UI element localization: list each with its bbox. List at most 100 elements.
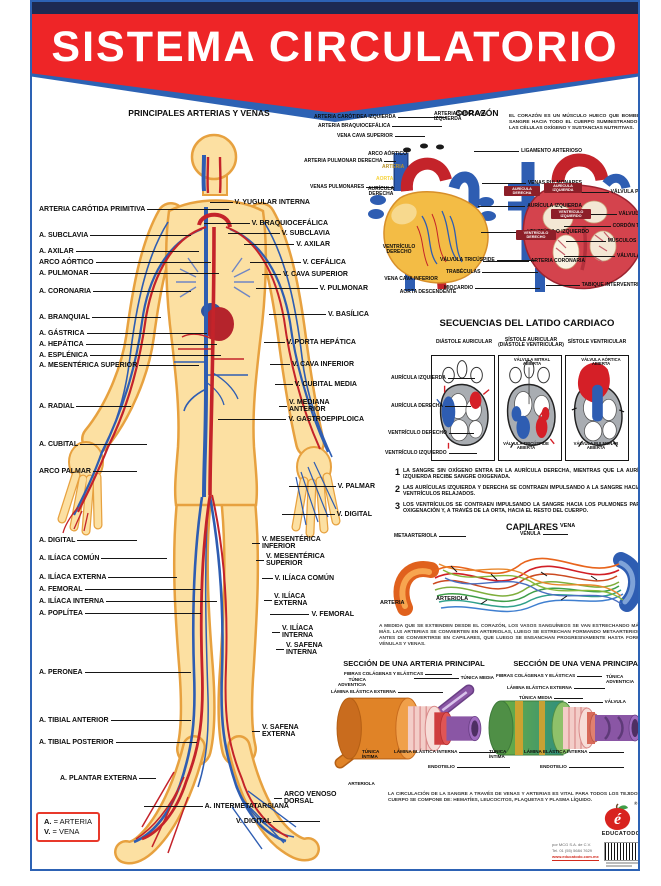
label-arteria-carotida-primitiva: ARTERIA CARÓTIDA PRIMITIVA bbox=[39, 206, 229, 213]
label-valvula-aortica: VÁLVULA AÓRTICA bbox=[564, 253, 638, 259]
label-artery-arteriola: ARTERIOLA bbox=[348, 781, 375, 786]
phase-sistole-ventricular: SÍSTOLE VENTRICULAR bbox=[567, 339, 627, 345]
label-cordon-tendinoso: CORDÓN TENDINOSO bbox=[564, 223, 638, 229]
label-vein-lamina-elastica-interna: LÁMINA ELÁSTICA INTERNA bbox=[524, 749, 624, 755]
label-v-palmar: V. PALMAR bbox=[289, 483, 375, 490]
poster-title: SISTEMA CIRCULATORIO bbox=[51, 23, 619, 71]
step-text: LOS VENTRÍCULOS SE CONTRAEN IMPULSANDO L… bbox=[403, 502, 640, 515]
chip-ventriculo-derecho: VENTRÍCULO DERECHO bbox=[516, 230, 556, 241]
beat-diagram-2 bbox=[506, 360, 556, 448]
heading-capillaries: CAPILARES bbox=[505, 522, 558, 532]
label-vein-tunica-media: TÚNICA MEDIA bbox=[519, 695, 583, 701]
label-vein-lamina-elastica-externa: LÁMINA ELÁSTICA EXTERNA bbox=[507, 685, 605, 691]
legend-vein-key: V. bbox=[44, 827, 51, 837]
barcode-caption-line bbox=[606, 862, 638, 864]
company-phone: Tel. 01 (55) 5684 7629 bbox=[552, 848, 593, 853]
label-a-gastrica: A. GÁSTRICA bbox=[39, 330, 207, 337]
label-v-yugular-interna: V. YUGULAR INTERNA bbox=[210, 199, 310, 206]
label-arteria-pulmonar-derecha: ARTERIA PULMONAR DERECHA bbox=[304, 158, 396, 164]
label-a-subclavia: A. SUBCLAVIA bbox=[39, 232, 191, 239]
label-arteria-braquiocefalica: ARTERIA BRAQUIOCEFÁLICA bbox=[318, 123, 442, 129]
svg-text:é: é bbox=[614, 811, 622, 828]
artery-section-illustration bbox=[334, 684, 482, 769]
beat-panel-2 bbox=[498, 355, 562, 461]
label-venas-pulmonares-izq: VENAS PULMONARES bbox=[310, 184, 394, 190]
label-valvula-aortica-abierta: VÁLVULA AÓRTICA ABIERTA bbox=[581, 357, 621, 367]
brand-name: EDUCATODO bbox=[601, 831, 640, 837]
barcode bbox=[604, 842, 638, 861]
label-v-iliaca-externa: V. ILÍACA EXTERNA bbox=[264, 593, 338, 608]
label-a-plantar-externa: A. PLANTAR EXTERNA bbox=[60, 775, 156, 782]
label-auricula-derecha-heart: AURÍCULA DERECHA bbox=[367, 186, 395, 198]
label-aorta-descendente: AORTA DESCENDENTE bbox=[399, 289, 457, 295]
label-arco-palmar: ARCO PALMAR bbox=[39, 468, 137, 475]
label-valvula-tricuspide: VÁLVULA TRICÚSPIDE bbox=[440, 257, 536, 263]
label-miocardio: MIOCARDIO bbox=[444, 285, 540, 291]
label-v-pulmonar: V. PULMONAR bbox=[256, 285, 368, 292]
label-arteria-subclavia-izquierda: ARTERIA SUBCLAVIA IZQUIERDA bbox=[424, 111, 502, 123]
label-arteria: ARTERIA bbox=[380, 600, 405, 606]
poster: SISTEMA CIRCULATORIO PRINCIPALES ARTERIA… bbox=[30, 0, 640, 871]
label-vein-tunica-intima: TÚNICA ÍNTIMA bbox=[489, 749, 507, 759]
label-a-femoral: A. FEMORAL bbox=[39, 586, 201, 593]
label-v-iliaca-comun: V. ILÍACA COMÚN bbox=[262, 575, 334, 582]
beat-step-2: 2 LAS AURÍCULAS IZQUIERDA Y DERECHA SE C… bbox=[395, 484, 640, 498]
label-v-gastroepiploica: V. GASTROEPIPLOICA bbox=[218, 416, 364, 423]
label-v-safena-externa: V. SAFENA EXTERNA bbox=[252, 724, 322, 739]
label-v-mesenterica-superior: V. MESENTÉRICA SUPERIOR bbox=[256, 553, 348, 568]
label-beat-auricula-izquierda: AURÍCULA IZQUIERDA bbox=[391, 375, 475, 381]
beat-step-3: 3 LOS VENTRÍCULOS SE CONTRAEN IMPULSANDO… bbox=[395, 501, 640, 515]
label-vein-tunica-adventicia: TÚNICA ADVENTICIA bbox=[606, 674, 635, 684]
chip-auricula-izquierda: AURÍCULA IZQUIERDA bbox=[544, 183, 582, 194]
label-a-cubital: A. CUBITAL bbox=[39, 441, 147, 448]
heading-heartbeat: SECUENCIAS DEL LATIDO CARDIACO bbox=[439, 318, 615, 329]
company-name: por MCG S.A. de C.V. bbox=[552, 842, 591, 847]
label-vein-fibras-colagenas: FIBRAS COLÁGENAS Y ELÁSTICAS bbox=[496, 673, 602, 679]
label-trabeculas: TRABÉCULAS bbox=[446, 269, 538, 275]
label-vein-endotelio: ENDOTELIO bbox=[540, 764, 624, 770]
beat-step-1: 1 LA SANGRE SIN OXÍGENO ENTRA EN LA AURÍ… bbox=[395, 467, 638, 480]
label-artery-lamina-elastica-interna: LÁMINA ELÁSTICA INTERNA bbox=[394, 749, 498, 755]
label-arteria-carotidea-izquierda: ARTERIA CARÓTIDEA IZQUIERDA bbox=[314, 114, 446, 120]
heart-cross-section-illustration bbox=[508, 153, 638, 292]
heart-description: EL CORAZÓN ES UN MÚSCULO HUECO QUE BOMBE… bbox=[509, 114, 640, 131]
label-v-digital-hand: V. DIGITAL bbox=[282, 511, 372, 518]
label-v-femoral: V. FEMORAL bbox=[270, 611, 354, 618]
registered-mark: ® bbox=[634, 801, 638, 806]
label-a-coronaria: A. CORONARIA bbox=[39, 288, 191, 295]
label-valvula-mitral: VÁLVULA MITRAL bbox=[562, 211, 638, 217]
company-website: www.educatodo.com.mx bbox=[552, 854, 599, 861]
label-a-axilar: A. AXILAR bbox=[39, 248, 199, 255]
label-a-hepatica: A. HEPÁTICA bbox=[39, 341, 217, 348]
step-text: LAS AURÍCULAS IZQUIERDA Y DERECHA SE CON… bbox=[403, 485, 640, 498]
beat-diagram-3 bbox=[571, 362, 625, 448]
label-musculos-papilares: MÚSCULOS PAPILARES bbox=[566, 238, 638, 244]
label-artery-tunica-intima: TÚNICA ÍNTIMA bbox=[362, 749, 380, 759]
label-vein-valvula: VÁLVULA bbox=[568, 699, 626, 705]
vein-section-illustration bbox=[488, 700, 638, 756]
label-a-tibial-anterior: A. TIBIAL ANTERIOR bbox=[39, 717, 191, 724]
label-v-braquiocefalica: V. BRAQUIOCEFÁLICA bbox=[204, 220, 328, 227]
label-a-iliaca-externa: A. ILÍACA EXTERNA bbox=[39, 574, 177, 581]
label-valvula-mitral-abierta: VÁLVULA MITRAL ABIERTA bbox=[513, 357, 551, 367]
label-v-mesenterica-inferior: V. MESENTÉRICA INFERIOR bbox=[252, 536, 346, 551]
label-beat-ventriculo-izquierdo: VENTRÍCULO IZQUIERDO bbox=[385, 450, 477, 456]
company-info: por MCG S.A. de C.V. Tel. 01 (55) 5684 7… bbox=[552, 842, 599, 861]
label-a-branquial: A. BRANQUIAL bbox=[39, 314, 161, 321]
title-banner: SISTEMA CIRCULATORIO bbox=[32, 14, 638, 122]
beat-panel-3 bbox=[565, 355, 629, 461]
label-v-cubital-media: V. CUBITAL MEDIA bbox=[275, 381, 358, 388]
educatodo-apple-icon: é bbox=[604, 803, 631, 830]
legend-vein: V. = VENA bbox=[44, 827, 92, 837]
label-v-safena-interna: V. SAFENA INTERNA bbox=[276, 642, 346, 657]
label-artery-tunica-media: TÚNICA MEDIA bbox=[414, 675, 494, 681]
label-v-porta-hepatica: V. PORTA HEPÁTICA bbox=[264, 339, 356, 346]
label-arco-aortico: ARCO AÓRTICO bbox=[39, 259, 211, 266]
label-arteriola: ARTERIOLA bbox=[436, 596, 469, 602]
label-v-cava-inferior: V. CAVA INFERIOR bbox=[270, 361, 354, 368]
top-navy-strip bbox=[32, 2, 638, 14]
label-a-radial: A. RADIAL bbox=[39, 403, 131, 410]
label-a-intermetatarsiana: A. INTERMETATARSIANA bbox=[144, 803, 289, 810]
label-aorta-heart: AORTA bbox=[376, 176, 394, 182]
